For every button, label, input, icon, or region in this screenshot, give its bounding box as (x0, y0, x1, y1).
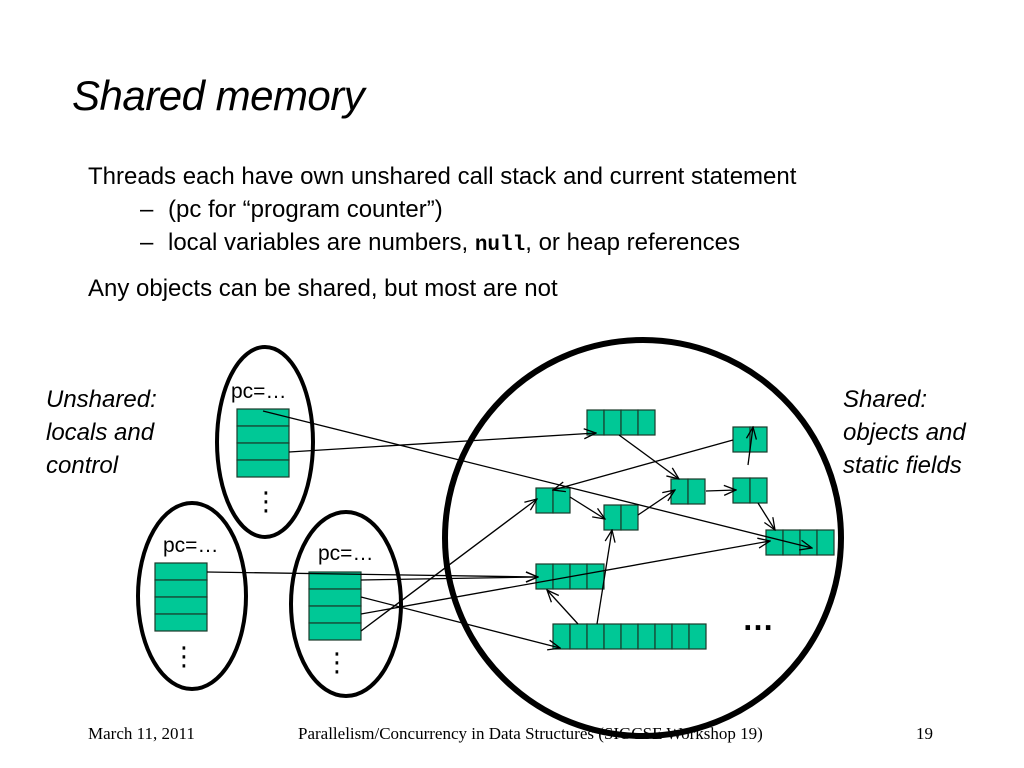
heap-object-I-field (688, 623, 707, 650)
reference-arrow (748, 427, 753, 466)
heap-object-G-field (816, 529, 835, 556)
unshared-label-line: locals and (46, 419, 155, 446)
reference-arrow (288, 433, 596, 453)
reference-arrow (618, 434, 679, 479)
footer-title: Parallelism/Concurrency in Data Structur… (298, 724, 763, 743)
thread-3-stack-cell (308, 605, 362, 624)
thread-3-ellipse (289, 510, 403, 698)
sub-bullet-pc-text: (pc for “program counter”) (168, 196, 443, 223)
sub-bullet-locals-before: local variables are numbers, (168, 229, 475, 256)
shared-label-line: Shared: (843, 386, 928, 413)
slide-title: Shared memory (72, 72, 365, 119)
sub-bullet-pc: –(pc for “program counter”) (140, 193, 796, 226)
heap-more: … (742, 601, 774, 637)
reference-arrow (596, 530, 612, 625)
thread-2-stack-cell (154, 562, 208, 581)
heap-object-G-field (799, 529, 818, 556)
shared-label-line: static fields (843, 452, 962, 479)
heap-object-C-field (603, 504, 622, 531)
heap-object-H-field (586, 563, 605, 590)
thread-3-stack-cell (308, 588, 362, 607)
thread-2-stack-cell (154, 613, 208, 632)
heap-object-I-field (637, 623, 656, 650)
reference-arrow (360, 499, 537, 632)
reference-arrow (569, 496, 605, 519)
heap-object-F-field (749, 477, 768, 504)
reference-arrow (637, 490, 675, 516)
thread-1-more: ⋮ (253, 487, 279, 517)
reference-arrow (705, 490, 736, 491)
thread-2-stack-cell (154, 596, 208, 615)
footer-date: March 11, 2011 (88, 724, 195, 743)
heap-object-I-field (569, 623, 588, 650)
thread-2-stack-cell (154, 579, 208, 598)
reference-arrow (360, 577, 538, 580)
heap-object-A-field (637, 409, 656, 436)
heap-object-I-field (603, 623, 622, 650)
heap-object-A-field (620, 409, 639, 436)
thread-1-stack-cell (236, 442, 290, 461)
page-number: 19 (916, 724, 933, 743)
thread-3-stack-cell (308, 622, 362, 641)
thread-3-pc-label: pc=… (318, 542, 373, 565)
dash-marker: – (140, 196, 154, 223)
thread-1-stack-cell (236, 425, 290, 444)
thread-2-pc-label: pc=… (163, 534, 218, 557)
reference-arrow (206, 572, 538, 577)
heap-object-I-field (654, 623, 673, 650)
dash-marker: – (140, 229, 154, 256)
reference-arrow (547, 590, 579, 625)
heap-object-D-field (687, 478, 706, 505)
reference-arrow (360, 541, 770, 615)
sub-bullet-locals-after: , or heap references (525, 229, 741, 256)
unshared-label-line: control (46, 452, 119, 479)
code-null: null (474, 234, 526, 257)
shared-label-line: objects and (843, 419, 966, 446)
heap-object-I-field (586, 623, 605, 650)
thread-1-ellipse (215, 345, 315, 539)
heap-object-I-field (552, 623, 571, 650)
thread-2-more: ⋮ (171, 642, 197, 672)
heap-object-A-field (586, 409, 605, 436)
bullet-list: Threads each have own unshared call stac… (88, 160, 796, 305)
heap-object-I-field (620, 623, 639, 650)
thread-1-pc-label: pc=… (231, 380, 286, 403)
thread-2-ellipse (136, 501, 248, 691)
thread-1-stack-cell (236, 459, 290, 478)
heap-object-B-field (535, 487, 554, 514)
bullet-objects: Any objects can be shared, but most are … (88, 275, 558, 302)
unshared-label-line: Unshared: (46, 386, 157, 413)
unshared-label: Unshared: locals and control (46, 383, 157, 482)
heap-object-E-field (732, 426, 751, 453)
heap-object-G-field (765, 529, 784, 556)
sub-bullet-locals: –local variables are numbers, null, or h… (140, 226, 796, 262)
thread-3-more: ⋮ (324, 648, 350, 678)
reference-arrow (553, 439, 734, 490)
bullet-threads: Threads each have own unshared call stac… (88, 163, 797, 190)
heap-object-B-field (552, 487, 571, 514)
heap-object-I-field (671, 623, 690, 650)
heap-object-A-field (603, 409, 622, 436)
heap-object-H-field (535, 563, 554, 590)
reference-arrow (360, 596, 560, 648)
reference-arrow (757, 502, 775, 530)
reference-arrow (262, 410, 812, 548)
shared-label: Shared: objects and static fields (843, 383, 966, 482)
heap-object-C-field (620, 504, 639, 531)
heap-circle (442, 337, 844, 739)
